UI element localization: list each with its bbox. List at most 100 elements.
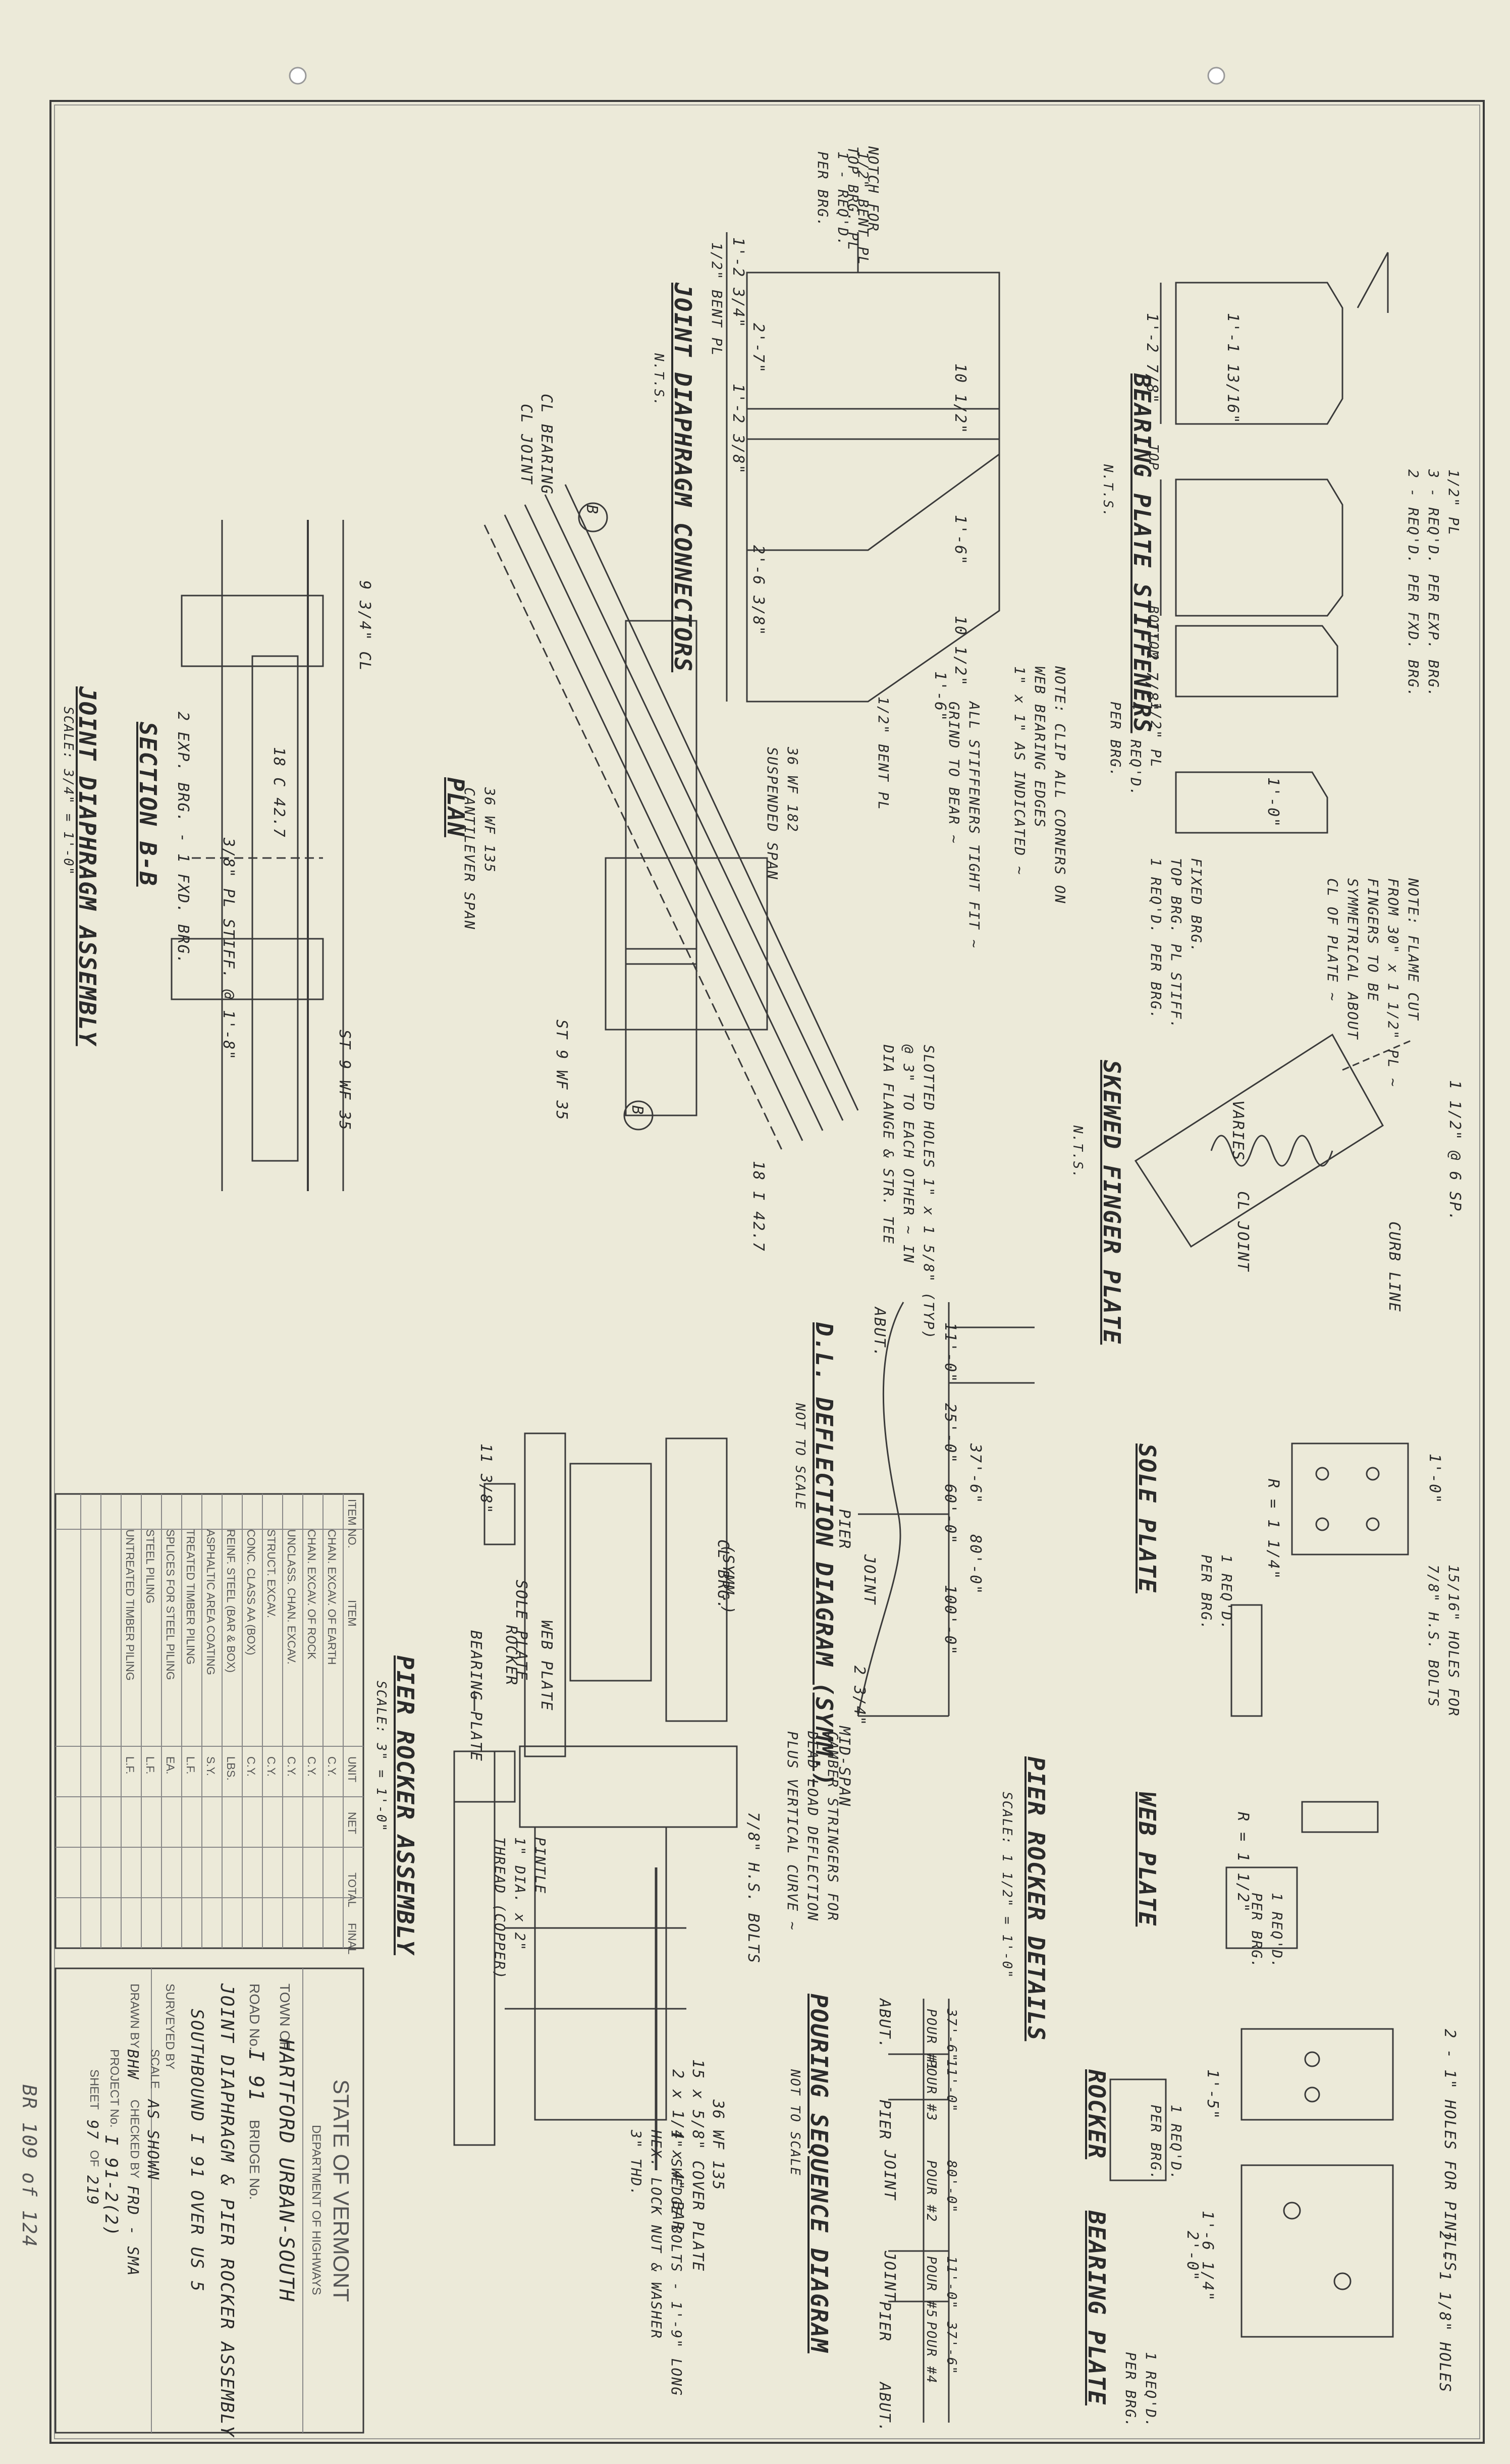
connector-56-dim-top: 2'-6 3/8" bbox=[749, 545, 767, 636]
punch-hole bbox=[289, 67, 307, 85]
connector-5-6 bbox=[746, 438, 1000, 703]
tb-scale: AS SHOWN bbox=[144, 2100, 161, 2181]
web-plate-radius: R = 1 1/2" bbox=[1234, 1812, 1252, 1913]
section-cut-b-bottom bbox=[623, 1100, 654, 1131]
plan-st9: ST 9 WF 35 bbox=[553, 1020, 570, 1121]
rocker-section bbox=[1109, 2078, 1167, 2181]
finger-plate-fingers bbox=[1210, 1135, 1333, 1167]
sole-plate-req: 1 REQ'D. PER BRG. bbox=[1198, 1555, 1235, 1631]
qt-item: STEEL PILING bbox=[144, 1529, 156, 1604]
plan-joint-line bbox=[564, 484, 859, 1111]
pra-swedge: 1" SWEDGE BOLTS - 1'-9" LONG HEX. LOCK N… bbox=[628, 2130, 685, 2397]
finger-plate-note: NOTE: FLAME CUT FROM 30" x 1 1/2" PL ~ F… bbox=[1324, 878, 1422, 1088]
plan-joint-line bbox=[544, 494, 844, 1121]
qt-item: REINF. STEEL (BAR & BOX) bbox=[225, 1529, 237, 1673]
pier-rocker-details-scale: SCALE: 1 1/2" = 1'-0" bbox=[999, 1792, 1014, 1979]
finger-plate-outline bbox=[1134, 1033, 1384, 1248]
pouring-scale: NOT TO SCALE bbox=[787, 2069, 802, 2176]
connector-1-dim-d: 1'-6" bbox=[951, 515, 969, 566]
qt-item: STRUCT. EXCAV. bbox=[265, 1529, 278, 1619]
finger-plate-joint: CL JOINT bbox=[1234, 1191, 1252, 1272]
bearing-plate-stiffeners-scale: N.T.S. bbox=[1100, 464, 1115, 518]
pour-label-2: POUR #3 bbox=[924, 2059, 939, 2122]
web-plate-plan bbox=[1225, 1866, 1298, 1949]
bearing-plate-stiffeners-title: BEARING PLATE STIFFENERS bbox=[1128, 373, 1156, 733]
jda-bolts: 2 EXP. BRG. - 1 FXD. BRG. bbox=[174, 712, 192, 965]
qt-header-final: FINAL bbox=[346, 1923, 358, 1955]
tb-sheet: 97 bbox=[83, 2120, 101, 2140]
web-plate-title: WEB PLATE bbox=[1134, 1792, 1161, 1927]
bolt-hole bbox=[1315, 1517, 1329, 1531]
jda-title: JOINT DIAPHRAGM ASSEMBLY bbox=[74, 686, 101, 1046]
tb-checked-label: CHECKED BY bbox=[128, 2100, 141, 2179]
connector-4-note: 1/2" BENT PL bbox=[709, 242, 725, 357]
jda-section: SECTION B-B bbox=[134, 722, 161, 887]
qt-unit: L.F. bbox=[184, 1756, 197, 1775]
plan-joint-line-label: CL JOINT bbox=[517, 404, 535, 485]
pour-dim-2: 11'-0" bbox=[944, 2059, 959, 2113]
qt-unit: C.Y. bbox=[265, 1756, 278, 1777]
connector-56-note: 1/2" BENT PL bbox=[875, 697, 892, 811]
rocker-req: 1 REQ'D. PER BRG. bbox=[1148, 2105, 1184, 2181]
deflection-dim-0: 11'-0" bbox=[941, 1322, 959, 1383]
sheet-border bbox=[49, 100, 1485, 2444]
qt-header-unit: UNIT bbox=[346, 1756, 358, 1783]
pour-label-3: POUR #2 bbox=[924, 2160, 939, 2223]
qt-item: ASPHALTIC AREA COATING bbox=[204, 1529, 217, 1675]
sole-plate-section bbox=[1230, 1604, 1263, 1717]
tb-department: DEPARTMENT OF HIGHWAYS bbox=[309, 2125, 323, 2295]
rocker-hole bbox=[1304, 2051, 1320, 2067]
stiffener-2-note: 1/2" PL 3 - REQ'D. PER EXP. BRG. 2 - REQ… bbox=[1405, 469, 1462, 698]
bearing-plate-hole bbox=[1283, 2202, 1301, 2220]
sole-plate-holes: 15/16" HOLES FOR 7/8" H.S. BOLTS bbox=[1425, 1565, 1462, 1717]
pouring-joint-1: JOINT bbox=[881, 2150, 898, 2201]
qt-unit: S.Y. bbox=[204, 1756, 217, 1776]
qt-unit: LBS. bbox=[225, 1756, 237, 1781]
pouring-pier-1: PIER bbox=[876, 2100, 893, 2140]
deflection-scale: NOT TO SCALE bbox=[792, 1403, 807, 1510]
finger-plate-curb: CURB LINE bbox=[1385, 1221, 1403, 1313]
sole-plate-plan bbox=[1291, 1442, 1409, 1556]
plan-section-b-bottom: B bbox=[628, 1105, 646, 1116]
jda-stiff: 3/8" PL STIFF. @ 1'-8" bbox=[220, 838, 237, 1061]
tb-of-label: OF bbox=[87, 2150, 101, 2167]
qt-item: UNTREATED TIMBER PILING bbox=[124, 1529, 136, 1681]
stiffener-2-bottom bbox=[1175, 478, 1343, 617]
web-plate-req: 1 REQ'D. PER BRG. bbox=[1249, 1893, 1285, 1969]
pour-dim-5: 37'-6" bbox=[944, 2322, 959, 2375]
assembly-pintle bbox=[483, 1483, 516, 1545]
tb-surveyed-label: SURVEYED BY bbox=[163, 1984, 177, 2070]
qt-header-item-no: ITEM NO. bbox=[346, 1499, 358, 1548]
pra-cover: 15 x 5/8" COVER PLATE bbox=[689, 2059, 707, 2272]
qt-unit: C.Y. bbox=[305, 1756, 318, 1777]
bolt-hole bbox=[1315, 1467, 1329, 1481]
assembly-beam-flange bbox=[665, 1437, 728, 1722]
pra-bearing: BEARING PLATE bbox=[467, 1630, 484, 1762]
pour-label-4: POUR #5 bbox=[924, 2256, 939, 2319]
connector-1-dim-a: 1'-2 3/4" bbox=[729, 237, 747, 329]
deflection-abut: ABUT. bbox=[871, 1307, 888, 1358]
pier-rocker-details-title: PIER ROCKER DETAILS bbox=[1022, 1756, 1050, 2042]
qt-item: CONC. CLASS AA (BOX) bbox=[245, 1529, 257, 1655]
tb-bridge-label: BRIDGE No. bbox=[247, 2120, 262, 2200]
rocker-title: ROCKER bbox=[1083, 2069, 1110, 2160]
connectors-title: JOINT DIAPHRAGM CONNECTORS bbox=[669, 283, 696, 673]
jda-st9: ST 9 WF 35 bbox=[336, 1030, 353, 1131]
rocker-dim: 1'-5" bbox=[1204, 2069, 1221, 2120]
pra-beam: 36 WF 135 bbox=[709, 2100, 727, 2191]
tb-checked: FRD - SMA bbox=[124, 2185, 141, 2277]
jda-dim: 9 3/4" CL bbox=[356, 580, 373, 672]
stiffener-7-dim: 1'-0" bbox=[1264, 777, 1282, 828]
pra-dims: 11 3/8" bbox=[477, 1443, 495, 1515]
jda-beam: 18 C 42.7 bbox=[270, 747, 288, 838]
note-stiffeners-fit: ALL STIFFENERS TIGHT FIT ~ GRIND TO BEAR… bbox=[946, 702, 983, 949]
label-top: TOP bbox=[1146, 444, 1161, 471]
bearing-plate-req: 1 REQ'D. PER BRG. bbox=[1122, 2352, 1159, 2428]
tb-agency: STATE OF VERMONT bbox=[329, 2079, 353, 2302]
deflection-mid-value: 2 3/4" bbox=[850, 1666, 868, 1727]
tb-scale-label: SCALE bbox=[148, 2049, 161, 2089]
finger-plate-title: SKEWED FINGER PLATE bbox=[1098, 1060, 1125, 1345]
qt-item: UNCLASS. CHAN. EXCAV. bbox=[285, 1529, 298, 1665]
